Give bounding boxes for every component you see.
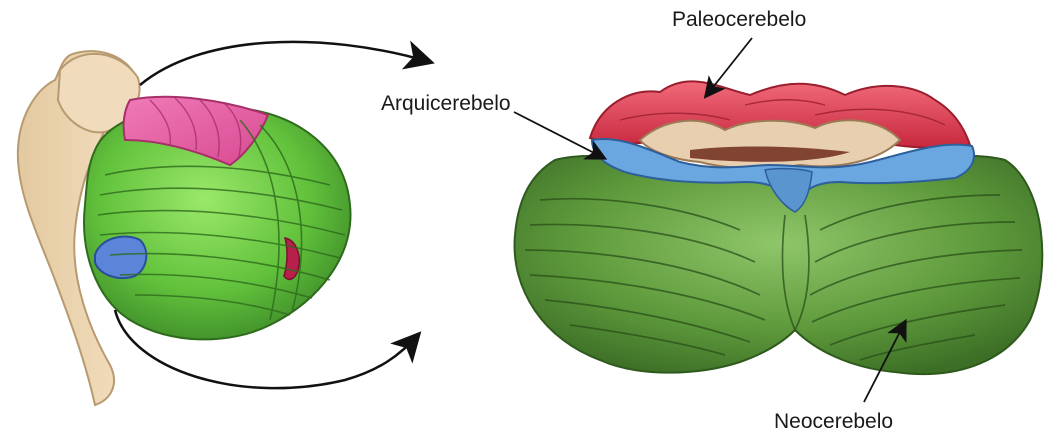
top-rotation-arrow [140, 42, 430, 85]
paleocerebelo-label: Paleocerebelo [672, 8, 806, 32]
lateral-view-cerebellum [18, 51, 351, 405]
paleocerebelo-pointer [706, 38, 752, 96]
arquicerebelo-label: Arquicerebelo [381, 92, 511, 116]
neocerebelo-label: Neocerebelo [774, 410, 893, 434]
frontal-view-cerebellum [515, 81, 1043, 374]
arquicerebelo-lateral [95, 236, 146, 278]
